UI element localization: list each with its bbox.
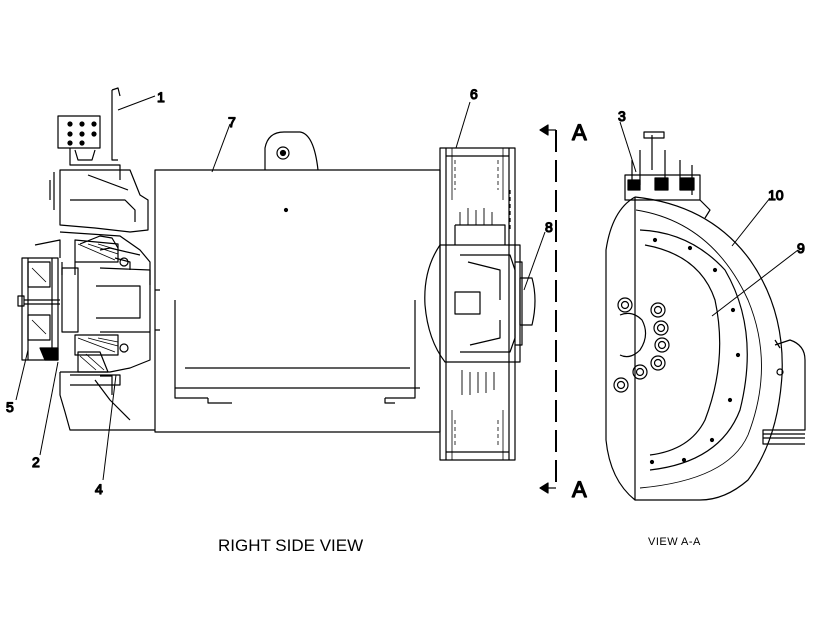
left-end-assembly bbox=[17, 87, 155, 431]
section-letter-bottom: A bbox=[572, 477, 587, 502]
view-caption-right-side: RIGHT SIDE VIEW bbox=[218, 536, 364, 555]
callout-7: 7 bbox=[228, 114, 236, 130]
callout-6: 6 bbox=[470, 86, 478, 102]
callout-9: 9 bbox=[797, 240, 805, 256]
section-view-a-a bbox=[605, 131, 806, 501]
callout-10: 10 bbox=[768, 187, 784, 203]
leader-lines bbox=[15, 95, 799, 481]
callout-5: 5 bbox=[6, 399, 14, 415]
callout-1: 1 bbox=[157, 89, 165, 105]
view-caption-section: VIEW A-A bbox=[648, 536, 701, 548]
section-letter-top: A bbox=[572, 120, 587, 145]
callout-8: 8 bbox=[545, 219, 553, 235]
callout-4: 4 bbox=[95, 481, 103, 497]
fan-section bbox=[424, 147, 536, 461]
callout-2: 2 bbox=[32, 454, 40, 470]
generator-housing bbox=[154, 131, 441, 433]
section-line bbox=[539, 124, 557, 494]
callout-3: 3 bbox=[618, 108, 626, 124]
